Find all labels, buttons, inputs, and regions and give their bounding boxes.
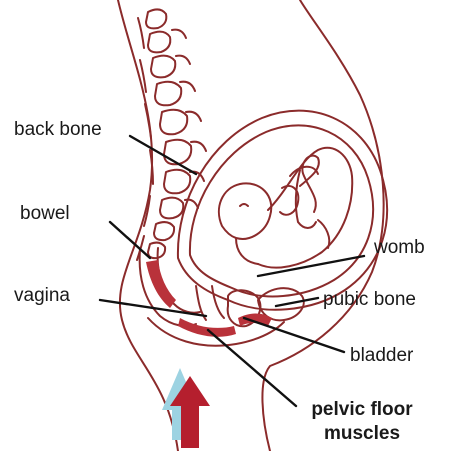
pelvic-floor-muscle-band bbox=[178, 318, 236, 337]
leader-vagina bbox=[100, 300, 206, 316]
label-pelvic-floor-muscles: pelvic floor muscles bbox=[280, 398, 444, 446]
baby bbox=[219, 148, 352, 268]
label-pelvic-floor-line1: pelvic floor bbox=[280, 398, 444, 422]
bowel-wall-left bbox=[140, 250, 196, 326]
spine bbox=[137, 9, 206, 260]
label-vagina: vagina bbox=[14, 286, 70, 305]
label-bladder: bladder bbox=[350, 346, 413, 365]
label-bowel: bowel bbox=[20, 204, 70, 223]
womb-outer bbox=[178, 111, 387, 310]
bowel-muscle bbox=[146, 260, 176, 308]
umbilical-cord bbox=[300, 156, 319, 212]
back-outline bbox=[118, 0, 178, 451]
label-womb: womb bbox=[374, 238, 425, 257]
leader-pelvic-floor bbox=[208, 330, 296, 406]
label-pelvic-floor-line2: muscles bbox=[280, 422, 444, 446]
vagina-wall-right bbox=[212, 286, 224, 318]
label-pubic-bone: pubic bone bbox=[323, 290, 416, 309]
leader-bladder bbox=[244, 318, 344, 352]
label-back-bone: back bone bbox=[14, 120, 102, 139]
